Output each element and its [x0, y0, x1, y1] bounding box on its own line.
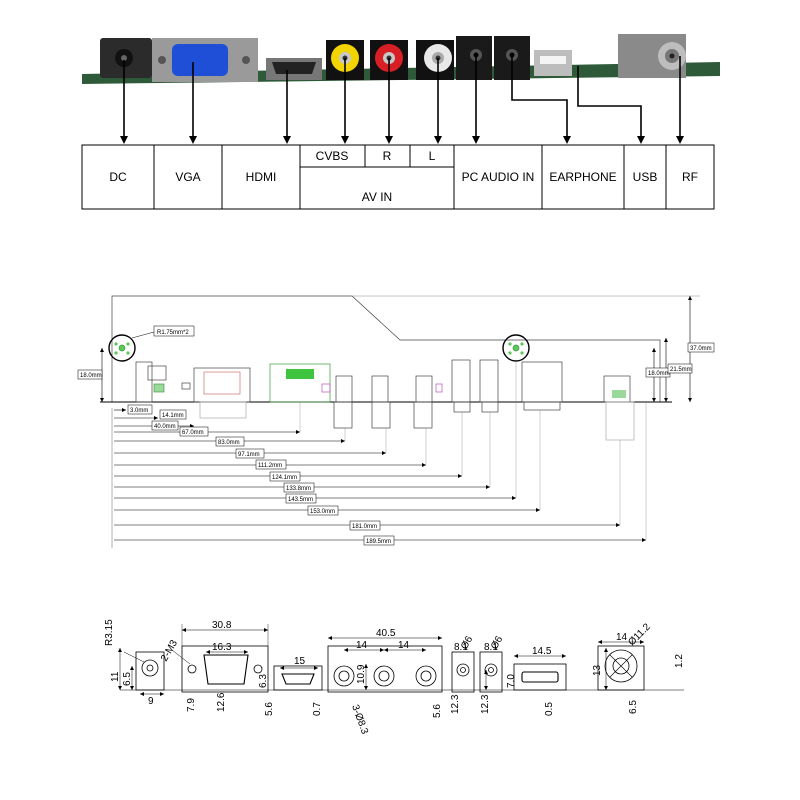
- label-av-in: AV IN: [362, 190, 392, 204]
- footprint-hdmi: [269, 363, 331, 403]
- rca-right-label: 5.6: [432, 704, 443, 718]
- offset-label: 143.5mm: [288, 497, 313, 503]
- usb-width-label: 14.5: [532, 646, 552, 657]
- vga-left-label: 7.9: [186, 698, 197, 712]
- offset-label: 189.5mm: [366, 539, 391, 545]
- offset-label: 40.0mm: [154, 424, 176, 430]
- pc-audio-jack-photo: [456, 36, 492, 80]
- front-hdmi: [273, 665, 323, 691]
- label-rf: RF: [682, 170, 698, 184]
- offset-label: 67.0mm: [182, 430, 204, 436]
- footprint-usb: [521, 361, 563, 411]
- label-earphone: EARPHONE: [549, 170, 616, 184]
- label-table: [81, 144, 715, 210]
- rca-pitch-b-label: 14: [398, 640, 410, 651]
- vga-inner-width-label: 16.3: [212, 642, 232, 653]
- vga-right-label: 6.3: [258, 674, 269, 688]
- dc-height-label: 11: [110, 671, 121, 682]
- front-rca: [327, 636, 443, 693]
- rca-pitch-a-label: 14: [356, 640, 368, 651]
- offset-label: 133.8mm: [286, 486, 311, 492]
- dc-radius-label: R3.15: [104, 619, 115, 646]
- dc-sub-label: 6.5: [122, 672, 133, 686]
- offset-label: 97.1mm: [238, 452, 260, 458]
- label-pc-audio-in: PC AUDIO IN: [462, 170, 535, 184]
- offset-label: 3.0mm: [130, 408, 148, 414]
- footprint-vga: [181, 367, 251, 419]
- footprint-dc: [135, 361, 167, 403]
- rca-white-photo: [416, 40, 454, 80]
- front-vga: [171, 624, 269, 693]
- label-r: R: [383, 149, 392, 163]
- usb-port-photo: [534, 50, 572, 76]
- height-left-label: 18.0mm: [80, 373, 102, 379]
- footprint-audio: [451, 359, 499, 413]
- audio2-left-label: 8.1: [484, 642, 498, 653]
- rca-height-label: 10.9: [356, 664, 367, 684]
- vga-outer-width-label: 30.8: [212, 620, 232, 631]
- front-audio: [451, 651, 503, 693]
- board-outline-drawing: [100, 295, 700, 441]
- dc-width-label: 9: [148, 696, 154, 707]
- rf-width-label: 14: [616, 632, 628, 643]
- vga-port-photo: [152, 38, 258, 82]
- offset-label: 181.0mm: [352, 524, 377, 530]
- mount-hole-left: [108, 334, 136, 362]
- front-view-labels: R3.15 11 6.5 9 2-M3 30.8 16.3 7.9 12.6 6…: [104, 619, 685, 736]
- usb-bottom-label: 0.5: [544, 702, 555, 716]
- rca-holes-label: 3-Ø8.3: [349, 703, 370, 736]
- label-l: L: [429, 149, 436, 163]
- front-dc: [118, 648, 165, 696]
- audio1-bottom-label: 12.3: [450, 694, 461, 714]
- footprint-rf: [603, 375, 635, 441]
- height-right-label: 18.0mm: [648, 371, 670, 377]
- label-usb: USB: [633, 170, 658, 184]
- front-rf: [597, 640, 645, 691]
- audio1-left-label: 8.1: [454, 642, 468, 653]
- arrow-earphone: [511, 55, 571, 144]
- arrow-usb: [577, 66, 645, 144]
- board-outline: [111, 295, 661, 402]
- audio2-bottom-label: 12.3: [480, 694, 491, 714]
- rf-connector-photo: [618, 34, 686, 78]
- dc-jack-photo: [100, 38, 152, 78]
- label-texts: DC VGA HDMI CVBS R L AV IN PC AUDIO IN E…: [109, 149, 698, 204]
- offset-label: 14.1mm: [162, 413, 184, 419]
- offset-label: 83.0mm: [218, 440, 240, 446]
- leader-arrows: [120, 55, 684, 144]
- hdmi-left-label: 5.6: [264, 702, 275, 716]
- audio2-height-label: 7.0: [506, 674, 517, 688]
- front-view-drawing: [118, 624, 684, 696]
- label-vga: VGA: [175, 170, 200, 184]
- offset-label: 111.2mm: [258, 463, 282, 469]
- label-hdmi: HDMI: [246, 170, 277, 184]
- hdmi-bottom-label: 0.7: [312, 702, 323, 716]
- offset-label: 153.0mm: [310, 509, 335, 515]
- rf-right-label: 1.2: [674, 654, 685, 668]
- offset-labels: 3.0mm 14.1mm 40.0mm 67.0mm 83.0mm 97.1mm…: [127, 404, 395, 546]
- rca-outer-width-label: 40.5: [376, 628, 396, 639]
- hole-radius-label: R1.75mm*2: [157, 330, 189, 336]
- board-dimension-labels: R1.75mm*2 18.0mm 18.0mm 21.5mm 37.0mm 3.…: [77, 325, 715, 546]
- board-photo: [82, 34, 720, 84]
- rf-dia-label: Ø11.2: [626, 621, 653, 648]
- mount-hole-right: [502, 334, 530, 362]
- rf-height-label: 13: [592, 664, 603, 676]
- vga-inner-height-label: 12.6: [216, 692, 227, 712]
- vga-holes-label: 2-M3: [159, 638, 180, 664]
- label-cvbs: CVBS: [316, 149, 349, 163]
- height-mid-label: 21.5mm: [670, 367, 692, 373]
- label-dc: DC: [109, 170, 127, 184]
- hdmi-port-photo: [266, 58, 322, 80]
- offset-label: 124.1mm: [272, 475, 297, 481]
- height-total-label: 37.0mm: [690, 346, 712, 352]
- front-usb: [513, 654, 567, 691]
- rf-bottom-label: 6.5: [628, 700, 639, 714]
- footprint-rca: [333, 375, 443, 429]
- hdmi-width-label: 15: [294, 656, 306, 667]
